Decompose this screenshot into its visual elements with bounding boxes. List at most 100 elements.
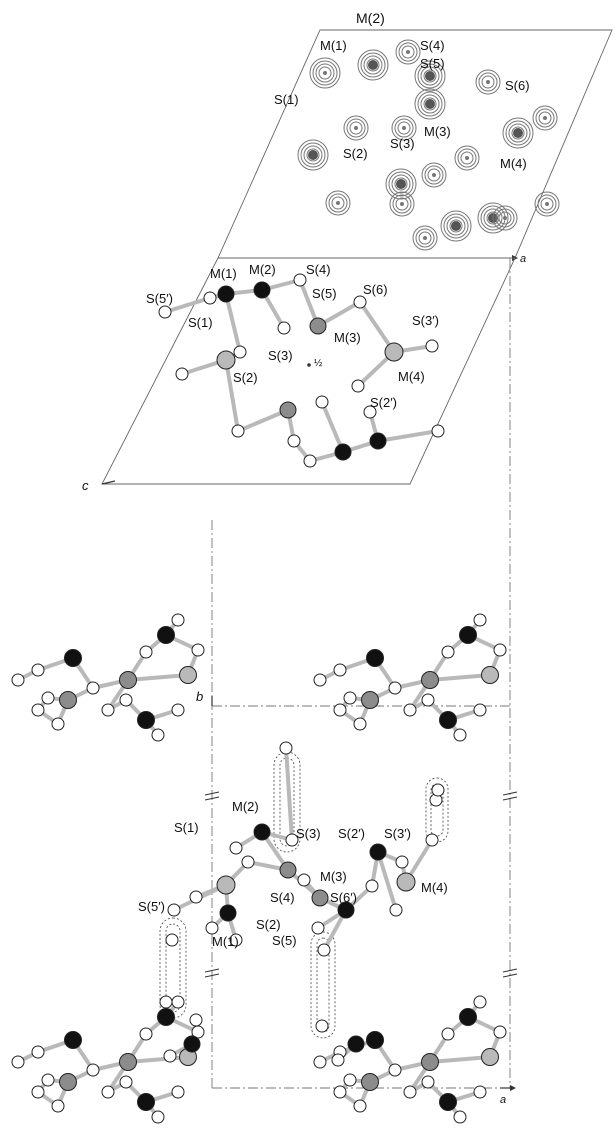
sulfur-atom	[473, 1085, 487, 1099]
contour-ring	[502, 117, 534, 149]
contour-ring	[391, 115, 417, 141]
metal-atom	[311, 889, 329, 907]
sulfur-atom	[151, 1110, 165, 1124]
bond	[126, 1055, 190, 1064]
density-peak	[421, 162, 447, 188]
contour-ring	[477, 202, 509, 234]
sulfur-atom	[353, 295, 367, 309]
density-peak	[532, 105, 558, 131]
metal-atom	[219, 904, 237, 922]
unit-cell-outline-top	[217, 29, 613, 259]
metal-atom	[439, 711, 457, 729]
projection-panel: S(5′) M(1) M(2) S(4) S(5) S(6) S(1) M(3)…	[82, 257, 516, 493]
contour-ring	[397, 121, 411, 135]
density-peak	[414, 88, 446, 120]
sulfur-atom	[101, 703, 115, 717]
contour-ring	[395, 197, 409, 211]
sulfur-atom	[395, 855, 409, 869]
label-s2-prime: S(2′)	[370, 395, 397, 410]
label-m2: M(2)	[356, 10, 385, 26]
contour-ring	[481, 75, 495, 89]
sulfur-atom	[351, 379, 365, 393]
metal-atom	[334, 443, 352, 461]
atoms-middle	[158, 273, 445, 468]
density-map-panel: M(2) M(1) S(4) S(5) S(6) S(1) M(3) S(2) …	[217, 10, 613, 265]
atoms-lower	[11, 613, 507, 1124]
metal-atom	[137, 1093, 155, 1111]
sulfur-atom	[473, 703, 487, 717]
label-m3: M(3)	[424, 124, 451, 139]
sulfur-atom	[205, 921, 219, 935]
label-m1: M(1)	[320, 38, 347, 53]
metal-atom	[421, 671, 439, 689]
label-s2: S(2)	[256, 917, 281, 932]
metal-atom	[384, 342, 404, 362]
contour-ring	[414, 60, 446, 92]
sulfur-atom	[31, 703, 45, 717]
contour-centre	[503, 216, 507, 220]
metal-atom	[421, 1053, 439, 1071]
sulfur-atom	[493, 1025, 507, 1039]
inversion-centre-dot	[307, 363, 311, 367]
metal-atom	[183, 1035, 201, 1053]
cell-edges-lower	[211, 258, 511, 1089]
contour-ring	[421, 162, 447, 188]
contour-ring	[385, 168, 417, 200]
metal-atom	[309, 317, 327, 335]
label-m2: M(2)	[232, 799, 259, 814]
metal-atom	[337, 901, 355, 919]
sulfur-atom	[191, 643, 205, 657]
contour-ring	[417, 63, 443, 89]
label-m4: M(4)	[500, 156, 527, 171]
label-s5: S(5)	[312, 286, 337, 301]
sulfur-atom	[189, 1013, 203, 1027]
sulfur-atom	[333, 1085, 347, 1099]
metal-atom	[361, 1073, 379, 1091]
label-m4: M(4)	[398, 369, 425, 384]
contour-centre	[425, 99, 435, 109]
label-s6-prime: S(6′)	[330, 890, 357, 905]
sulfur-atom	[31, 1085, 45, 1099]
sulfur-atom	[11, 1055, 25, 1069]
contour-ring	[440, 210, 472, 242]
contour-ring	[538, 111, 552, 125]
sulfur-atom	[473, 995, 487, 1009]
sulfur-atom	[311, 921, 325, 935]
sulfur-atom	[365, 879, 379, 893]
density-peak	[297, 139, 329, 171]
contour-ring	[454, 145, 480, 171]
bond	[376, 850, 398, 912]
metal-atom	[361, 691, 379, 709]
label-s3: S(3)	[296, 826, 321, 841]
contour-ring	[391, 174, 411, 194]
label-s5-prime: S(5′)	[138, 899, 165, 914]
metal-atom	[459, 1008, 477, 1026]
density-peak	[492, 205, 518, 231]
contour-ring	[389, 191, 415, 217]
contour-ring	[360, 52, 386, 78]
density-peak	[395, 39, 421, 65]
density-peak	[389, 191, 415, 217]
sulfur-atom	[139, 645, 153, 659]
metal-atom	[119, 671, 137, 689]
metal-atom	[366, 649, 384, 667]
bond	[126, 673, 190, 682]
label-m4: M(4)	[421, 880, 448, 895]
sulfur-atom	[421, 693, 435, 707]
contour-ring	[395, 39, 421, 65]
density-peak	[454, 145, 480, 171]
sulfur-atom	[86, 681, 100, 695]
contour-ring	[498, 211, 512, 225]
contour-ring	[492, 205, 518, 231]
contour-ring	[417, 91, 443, 117]
contour-ring	[312, 60, 338, 86]
density-peak	[475, 69, 501, 95]
density-peak	[414, 60, 446, 92]
metal-atom	[137, 711, 155, 729]
label-s2-prime: S(2′)	[338, 826, 365, 841]
sulfur-atom	[175, 367, 189, 381]
contour-centre	[451, 221, 461, 231]
contour-ring	[483, 208, 503, 228]
label-s3-prime: S(3′)	[384, 826, 411, 841]
